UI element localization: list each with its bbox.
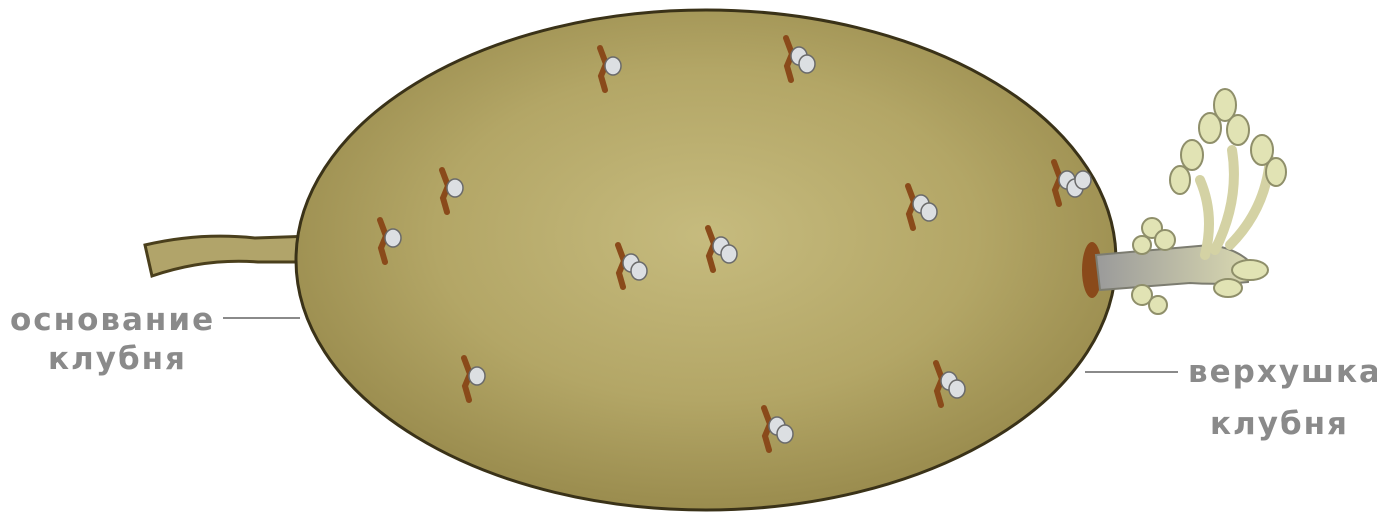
sprout-at-top <box>1082 89 1286 314</box>
top-label-line2: клубня <box>1210 404 1349 444</box>
base-label-line2: клубня <box>48 339 187 379</box>
top-label-line1: верхушка <box>1188 352 1377 392</box>
stolon <box>145 236 312 276</box>
tuber-body <box>296 10 1116 510</box>
base-label-line1: основание <box>10 300 215 340</box>
